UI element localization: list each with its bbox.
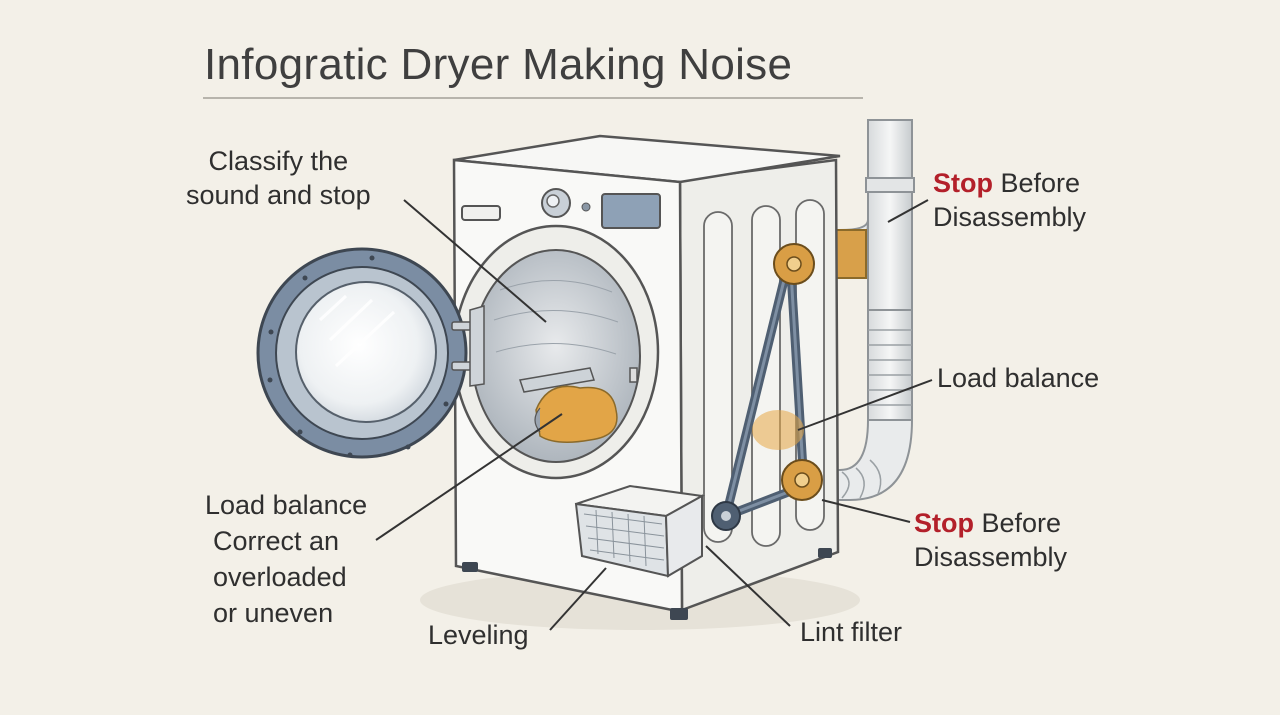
control-panel [461,188,661,229]
drum [452,224,660,480]
page-title: Infogratic Dryer Making Noise [204,40,793,89]
label-load-balance-line4: or uneven [213,598,334,628]
leader-load-balance-right [797,379,933,431]
drive-belt [721,251,809,521]
label-stop-before-disassembly-bottom: Stop Before Disassembly [914,506,1067,574]
door-latch [629,367,638,383]
label-classify-line1: Classify the [208,146,349,176]
stop-word: Stop [914,508,974,538]
door-hinges [451,305,485,387]
leader-leveling [549,567,607,631]
label-classify-sound: Classify the sound and stop [186,144,371,212]
label-leveling: Leveling [428,620,529,650]
idler-pulley [711,501,741,531]
leader-lines [375,199,933,631]
lint-filter-drawer [574,484,706,578]
label-load-balance-line1: Load balance [205,490,368,520]
label-stop-before-disassembly-top: Stop Before Disassembly [933,166,1086,234]
before-word: Before [993,168,1081,198]
title-underline [203,97,863,99]
leader-classify [403,199,547,323]
open-door [256,247,468,459]
label-load-balance-right: Load balance [937,363,1100,393]
bottom-pulley [781,459,823,501]
top-pulley [773,243,815,285]
load-mark [752,410,804,450]
leader-stop-top [887,199,929,223]
disassembly-word: Disassembly [914,542,1068,572]
label-lint-filter: Lint filter [800,617,903,647]
before-word: Before [974,508,1062,538]
leader-stop-bottom [821,499,911,523]
label-classify-line2: sound and stop [186,180,371,210]
cabinet-feet [462,548,832,620]
leader-load-balance-left [375,413,563,541]
clothes [535,385,618,443]
leader-lint-filter [705,545,791,627]
disassembly-word: Disassembly [933,202,1087,232]
label-load-balance-line2: Correct an [213,526,340,556]
label-load-balance-line3: overloaded [213,562,347,592]
label-load-balance-left: Load balance Correct an overloaded or un… [205,487,367,631]
stop-word: Stop [933,168,993,198]
